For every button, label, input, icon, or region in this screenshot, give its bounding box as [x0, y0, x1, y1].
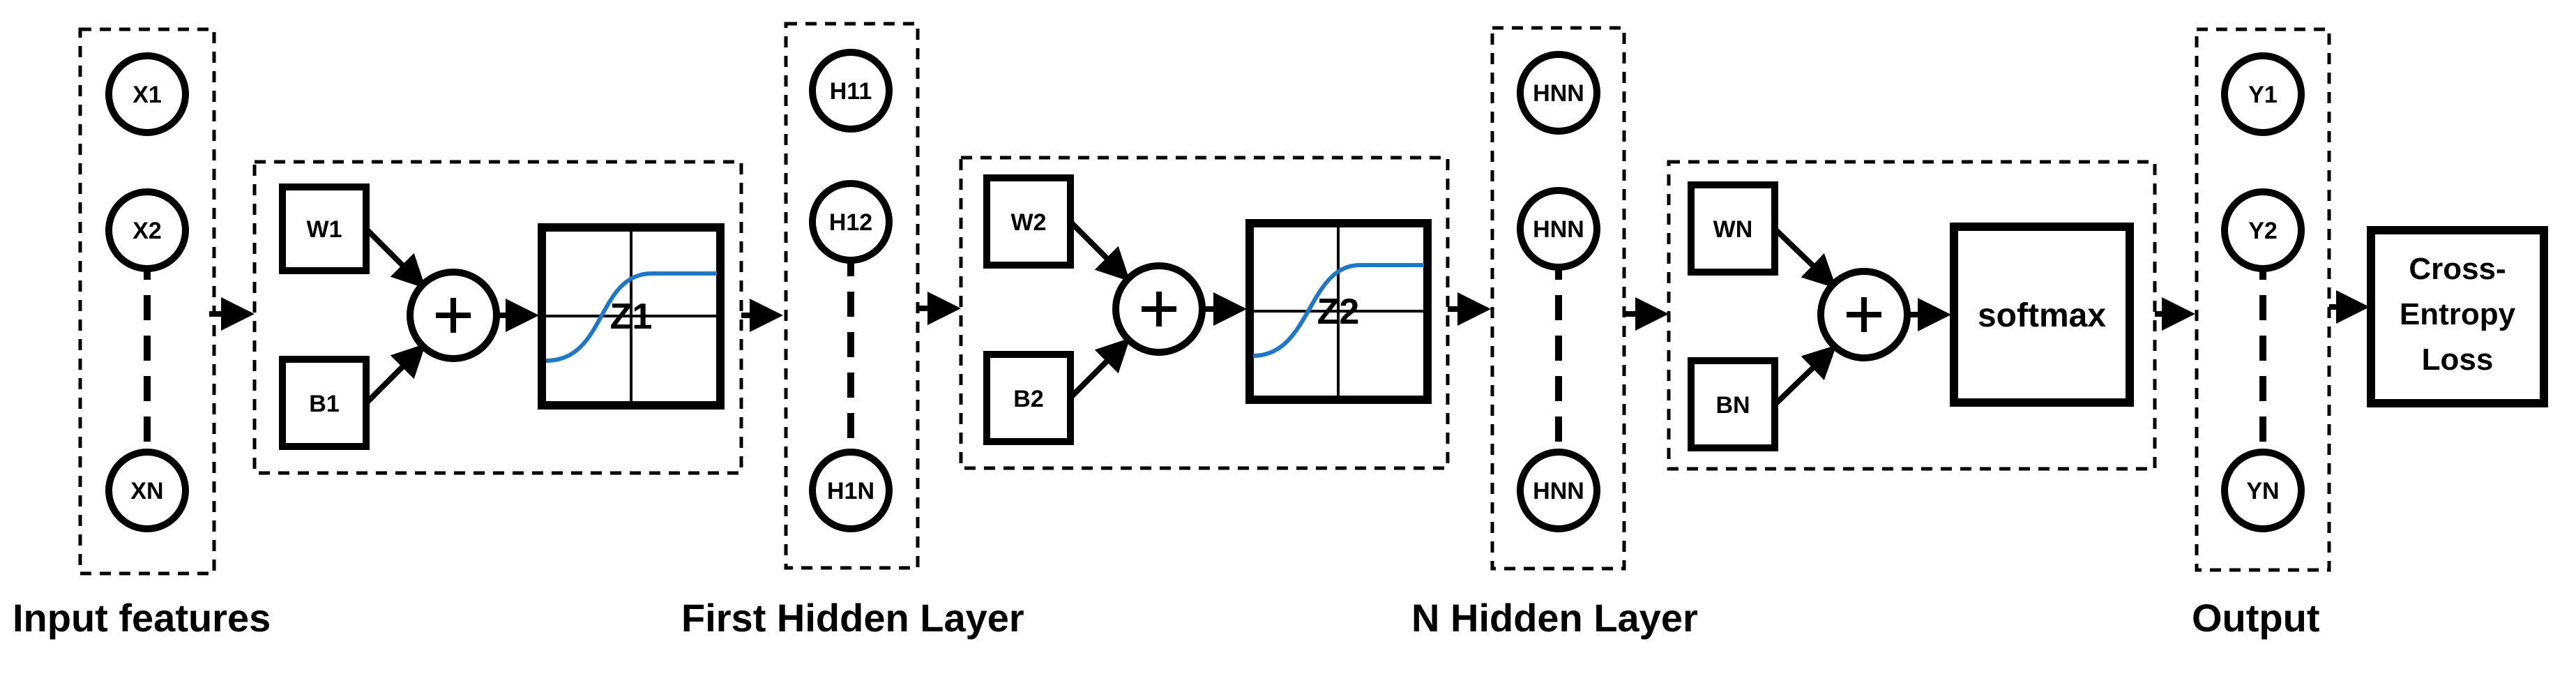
- linear-block-1: [252, 160, 743, 475]
- bias-label: BN: [1715, 392, 1750, 419]
- output-node-y2: Y2: [2221, 188, 2305, 272]
- softmax-label: softmax: [1978, 297, 2106, 334]
- output-node-yn: YN: [2221, 449, 2305, 532]
- caption-output: Output: [2192, 596, 2319, 640]
- weight-box-w1: W1: [279, 183, 370, 274]
- caption-input-features: Input features: [13, 596, 271, 640]
- arrow-w2-to-sum: [1068, 220, 1130, 282]
- caption-n-hidden-layer: N Hidden Layer: [1411, 596, 1698, 640]
- weight-label: W2: [1011, 209, 1047, 236]
- input-node-xn: XN: [105, 449, 189, 532]
- activation-label: Z2: [1317, 292, 1360, 332]
- sum-icon: [1817, 268, 1911, 361]
- bias-box-b2: B2: [983, 351, 1074, 445]
- output-layer-group: [2195, 27, 2331, 572]
- loss-label-line1: Cross-: [2409, 252, 2506, 286]
- bias-box-bn: BN: [1688, 357, 1778, 451]
- linear-block-n: [1667, 160, 2157, 471]
- n-hidden-layer-group: [1490, 26, 1626, 571]
- sum-icon: [407, 269, 500, 362]
- arrow-wn-to-sum: [1773, 227, 1837, 289]
- bias-label: B1: [309, 391, 339, 417]
- caption-first-hidden-layer: First Hidden Layer: [681, 596, 1024, 640]
- output-node-label: Y1: [2248, 82, 2278, 108]
- bias-label: B2: [1013, 386, 1043, 412]
- input-layer-group: [78, 27, 216, 576]
- input-node-label: XN: [130, 478, 163, 504]
- arrow-w1-to-sum: [364, 227, 426, 289]
- activation-box-z1: Z1: [538, 223, 725, 410]
- activation-label: Z1: [610, 297, 653, 337]
- output-node-y1: Y1: [2221, 52, 2305, 136]
- hidden-node-h1n: H1N: [809, 449, 893, 532]
- arrow-b1-to-sum: [364, 343, 426, 405]
- hidden-node-label: HNN: [1533, 216, 1584, 243]
- weight-label: W1: [307, 216, 342, 243]
- weight-box-wn: WN: [1688, 181, 1778, 276]
- input-node-label: X2: [132, 218, 162, 244]
- activation-box-z2: Z2: [1245, 219, 1432, 404]
- hidden-node-label: HNN: [1533, 80, 1584, 107]
- hidden-node-h12: H12: [809, 180, 893, 264]
- softmax-box: softmax: [1950, 223, 2134, 407]
- hidden-node-label: H1N: [827, 478, 874, 504]
- weight-label: WN: [1713, 216, 1753, 243]
- input-node-label: X1: [132, 82, 162, 108]
- hidden-node-h11: H11: [809, 49, 893, 133]
- hidden-node-label: H11: [830, 78, 872, 105]
- cross-entropy-loss-box: Cross- Entropy Loss: [2367, 226, 2548, 407]
- output-node-label: YN: [2246, 478, 2279, 504]
- hidden-node-hnn-2: HNN: [1517, 187, 1600, 271]
- weight-box-w2: W2: [983, 174, 1074, 269]
- linear-block-2: [959, 156, 1450, 470]
- hidden-node-hnn-3: HNN: [1517, 449, 1600, 532]
- hidden-node-label: HNN: [1533, 478, 1584, 504]
- first-hidden-layer-group: [784, 22, 920, 570]
- loss-label-line2: Entropy: [2400, 297, 2516, 331]
- sigmoid-curve-icon: [1252, 263, 1424, 358]
- bias-box-b1: B1: [279, 356, 370, 450]
- sigmoid-curve-icon: [545, 271, 717, 363]
- output-node-label: Y2: [2248, 218, 2278, 244]
- arrow-bn-to-sum: [1773, 345, 1837, 407]
- arrow-b2-to-sum: [1068, 338, 1130, 400]
- loss-label-line3: Loss: [2422, 343, 2494, 377]
- hidden-node-hnn-1: HNN: [1517, 51, 1600, 135]
- input-node-x2: X2: [105, 188, 189, 272]
- sum-icon: [1112, 262, 1206, 356]
- input-node-x1: X1: [105, 52, 189, 136]
- hidden-node-label: H12: [829, 209, 872, 236]
